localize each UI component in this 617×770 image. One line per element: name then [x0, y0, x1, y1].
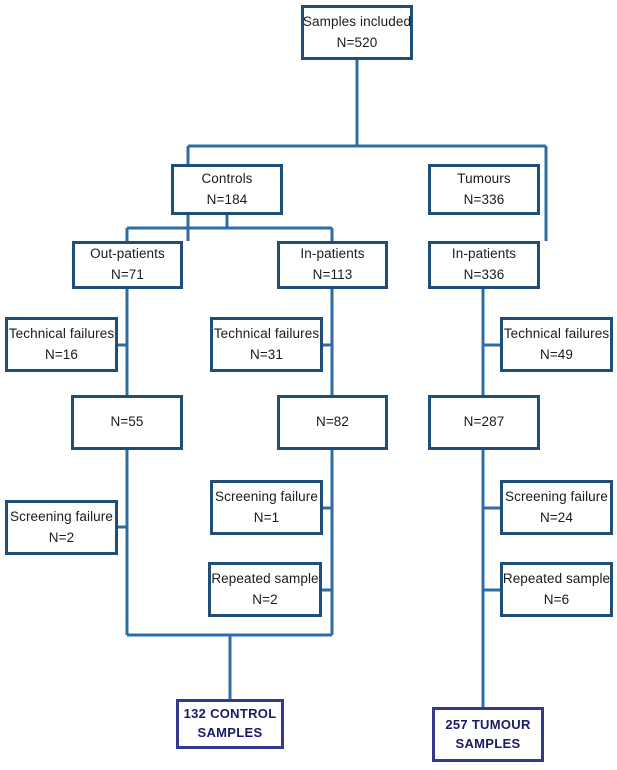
node-line-2: N=336	[463, 191, 505, 207]
node-remaining-outpatients: N=55	[71, 395, 183, 450]
node-remaining-inpatients: N=82	[277, 395, 388, 450]
node-line-2: N=6	[543, 591, 570, 607]
node-technical-failures-inpatients: Technical failures N=31	[210, 317, 323, 372]
node-technical-failures-outpatients: Technical failures N=16	[5, 317, 118, 372]
node-line-2: N=2	[48, 529, 75, 545]
node-remaining-tumours: N=287	[428, 395, 540, 450]
node-line-1: Repeated sample	[211, 570, 319, 586]
node-line-1: 257 TUMOUR	[445, 716, 531, 732]
node-line-1: Technical failures	[213, 325, 320, 341]
node-line-2: N=336	[463, 267, 505, 282]
node-line-1: Samples included	[302, 13, 412, 29]
node-line-2: N=49	[539, 346, 574, 362]
node-line-2: N=24	[539, 509, 574, 525]
node-line-2: SAMPLES	[197, 725, 263, 740]
node-screening-failure-outpatients: Screening failure N=2	[5, 500, 118, 555]
node-technical-failures-tumours: Technical failures N=49	[500, 317, 613, 372]
node-line-2: N=113	[312, 267, 353, 282]
node-line-1: Screening failure	[504, 488, 608, 504]
node-line-1: Controls	[201, 170, 253, 186]
node-control-outpatients: Out-patients N=71	[72, 241, 183, 289]
node-line-2: N=520	[336, 34, 378, 50]
node-screening-failure-tumours: Screening failure N=24	[500, 480, 613, 535]
node-screening-failure-inpatients: Screening failure N=1	[210, 480, 323, 535]
node-line-2: SAMPLES	[455, 735, 521, 751]
node-line-2: N=31	[249, 346, 284, 362]
node-repeated-sample-inpatients: Repeated sample N=2	[208, 562, 322, 617]
node-line-1: N=82	[315, 414, 350, 430]
node-tumour-inpatients: In-patients N=336	[428, 241, 540, 289]
node-samples-included: Samples included N=520	[301, 5, 413, 60]
node-final-tumour-samples: 257 TUMOUR SAMPLES	[432, 707, 544, 762]
node-repeated-sample-tumours: Repeated sample N=6	[500, 562, 613, 617]
node-line-1: N=55	[110, 414, 144, 430]
node-line-2: N=71	[110, 267, 145, 282]
node-controls: Controls N=184	[171, 164, 283, 215]
node-line-1: Screening failure	[9, 508, 113, 524]
node-line-2: N=1	[253, 509, 280, 525]
node-tumours: Tumours N=336	[428, 164, 540, 215]
node-line-1: Screening failure	[214, 488, 318, 504]
node-line-1: 132 CONTROL	[183, 706, 277, 722]
node-line-2: N=2	[252, 591, 278, 607]
node-line-1: In-patients	[300, 246, 365, 262]
node-final-control-samples: 132 CONTROL SAMPLES	[176, 699, 284, 749]
node-line-2: N=16	[44, 346, 79, 362]
node-line-1: Technical failures	[503, 325, 610, 341]
node-line-1: Tumours	[457, 170, 511, 186]
node-line-1: Out-patients	[90, 246, 165, 262]
node-line-1: Repeated sample	[502, 570, 611, 586]
node-line-1: Technical failures	[8, 325, 115, 341]
node-line-2: N=184	[206, 191, 248, 207]
node-line-1: N=287	[463, 414, 505, 430]
node-line-1: In-patients	[451, 246, 517, 262]
node-control-inpatients: In-patients N=113	[277, 241, 388, 289]
